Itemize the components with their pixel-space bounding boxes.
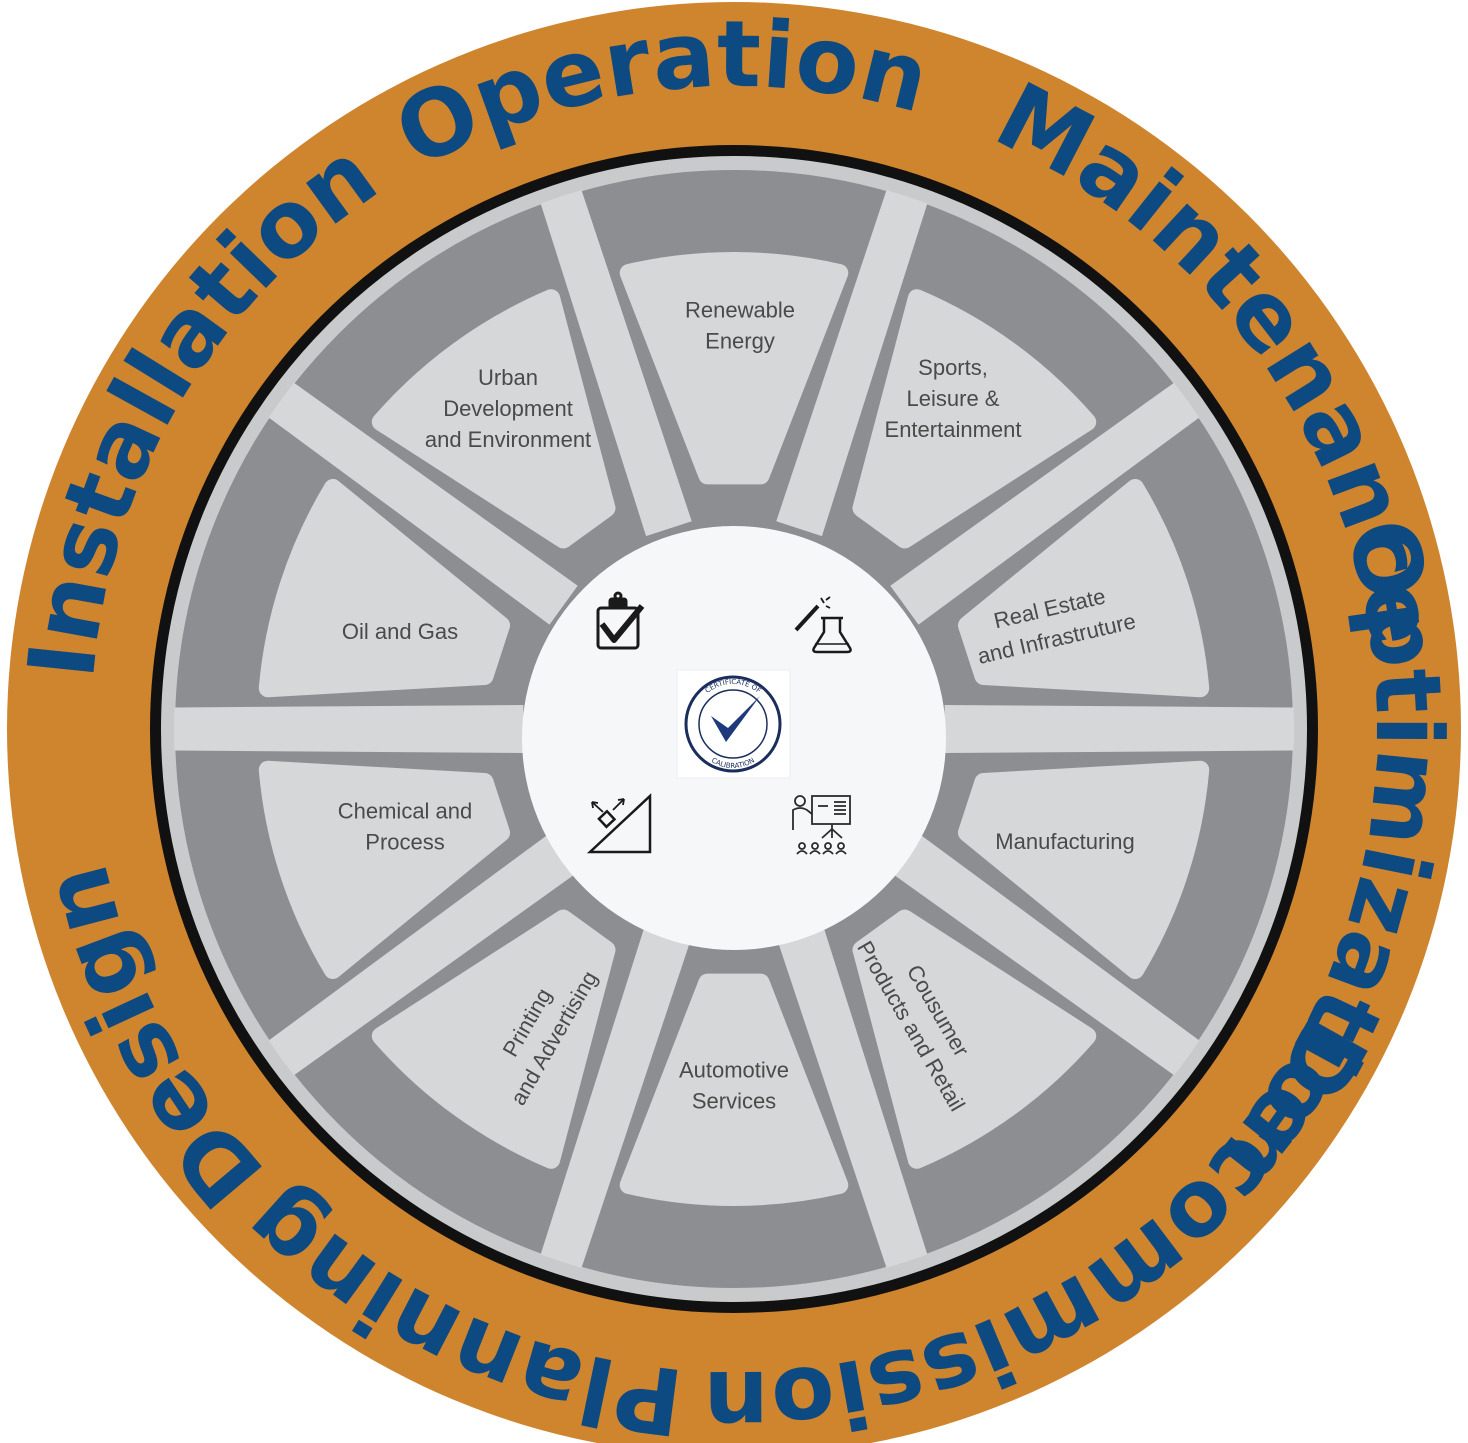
segment-line: Energy [705, 329, 775, 354]
segment-line: Oil and Gas [342, 619, 458, 644]
spoke-2 [776, 190, 928, 537]
segment-panel-chemical [258, 760, 511, 980]
incline-measure-icon [586, 793, 652, 854]
spoke-5 [890, 833, 1200, 1076]
segment-line: and Environment [425, 427, 591, 452]
segment-line: Process [365, 830, 444, 855]
segment-line: Services [692, 1089, 776, 1114]
segment-panel-real-estate [957, 478, 1210, 698]
segment-label-sports: Sports, Leisure & Entertainment [885, 355, 1022, 442]
industry-segments [258, 252, 1210, 1207]
segment-label-oil-gas: Oil and Gas [342, 619, 458, 644]
segment-text-oil-gas: Oil and Gas [342, 619, 458, 644]
spoke-8 [268, 833, 578, 1076]
spoke-7 [540, 921, 692, 1268]
wheel-spokes [173, 190, 1295, 1268]
segment-panel-urban [371, 289, 616, 549]
segment-line: Automotive [679, 1058, 789, 1083]
segment-panel-automotive [619, 973, 849, 1207]
segment-label-manufacturing: Manufacturing [995, 829, 1134, 854]
segment-line: Urban [478, 365, 538, 390]
segment-panel-consumer [852, 909, 1097, 1169]
segment-panel-printing [371, 909, 616, 1169]
wheel-rim-band [161, 156, 1307, 1302]
segment-panel-sports [852, 289, 1097, 549]
segment-line: Entertainment [885, 417, 1022, 442]
spoke-4 [944, 705, 1295, 753]
spoke-1 [540, 190, 692, 537]
segment-panel-manufacturing [957, 760, 1210, 980]
segment-text-sports: Sports, Leisure & Entertainment [885, 355, 1022, 442]
segment-line: Leisure & [907, 386, 1000, 411]
certificate-seal-icon: CERTIFICATE OF CALIBRATION [676, 669, 791, 779]
clipboard-check-icon [596, 591, 645, 650]
segment-line: Sports, [918, 355, 988, 380]
segment-line: Development [443, 396, 573, 421]
segment-panel-renewable [619, 252, 849, 485]
segment-line: Renewable [685, 298, 795, 323]
segment-line: Manufacturing [995, 829, 1134, 854]
presentation-icon [792, 795, 851, 855]
spoke-9 [173, 705, 524, 753]
segment-panel-oil-gas [258, 478, 511, 698]
flask-icon [794, 596, 852, 654]
spoke-6 [776, 921, 928, 1268]
spoke-3 [890, 382, 1200, 625]
segment-line: Chemical and [338, 799, 473, 824]
segment-text-manufacturing: Manufacturing [995, 829, 1134, 854]
spoke-10 [268, 382, 578, 625]
